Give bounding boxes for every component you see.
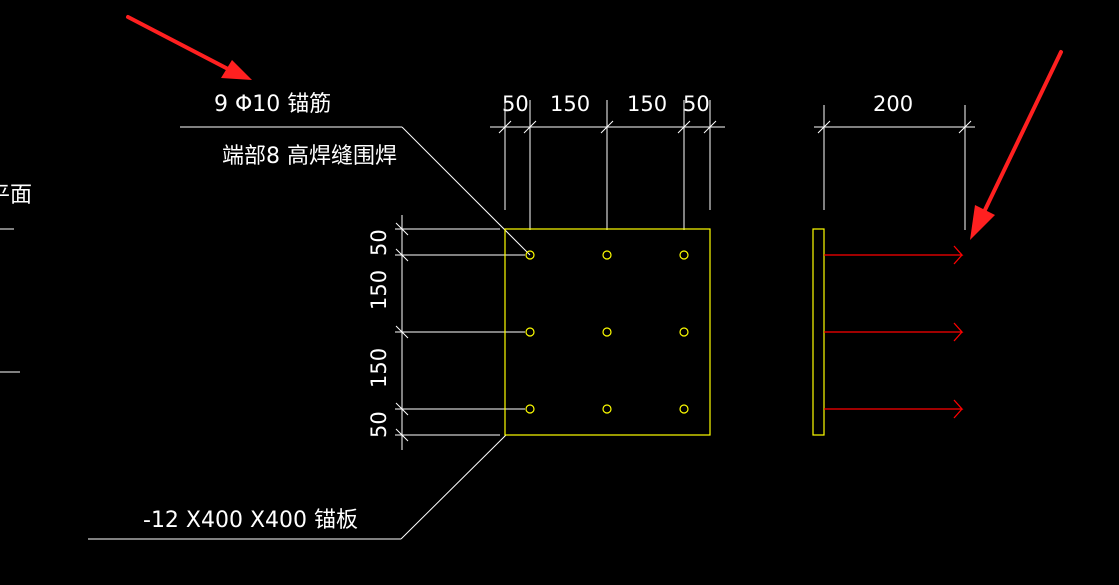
top-dim-text-1: 50 [502, 92, 529, 116]
anchor-bar-side [824, 322, 964, 333]
anchor-bar-hole [602, 250, 612, 260]
anchor-bar-hole [679, 250, 689, 260]
left-tick-3 [395, 325, 409, 339]
anchor-bar-leader [180, 126, 531, 256]
arrow-1-shaft [126, 15, 230, 71]
anchor-bar-hole [525, 404, 535, 414]
arrow-to-anchor-bar-label [126, 15, 252, 80]
left-tick-5 [395, 428, 409, 442]
side-tick-2 [958, 120, 972, 134]
anchor-plate-leader [88, 434, 507, 540]
arrow-2-shaft [982, 50, 1063, 214]
left-dim-text-3: 150 [367, 348, 391, 388]
side-tick-1 [817, 120, 831, 134]
anchor-bar-hole [679, 404, 689, 414]
anchor-bar-side [824, 399, 964, 410]
left-edge-fragment: 平面 [0, 183, 32, 373]
left-dimension-chain [395, 215, 525, 450]
top-tick-2 [523, 120, 537, 134]
anchor-bar-end-hook [953, 408, 963, 419]
side-dimension [814, 105, 975, 230]
anchor-plate-leader-diagonal [400, 434, 507, 540]
left-edge-label: 平面 [0, 183, 32, 208]
anchor-bars-side [824, 245, 964, 419]
anchor-bar-end-hook [953, 254, 963, 265]
anchor-plate-side [812, 228, 825, 436]
arrow-1-head [221, 60, 252, 80]
left-dim-text-4: 50 [367, 411, 391, 438]
anchor-bar-hole [679, 327, 689, 337]
side-dim-text: 200 [873, 92, 913, 116]
top-tick-4 [677, 120, 691, 134]
left-tick-1 [395, 222, 409, 236]
anchor-bar-end-hook [953, 331, 963, 342]
top-dim-text-3: 150 [627, 92, 667, 116]
anchor-bar-hole [602, 327, 612, 337]
top-dim-text-4: 50 [683, 92, 710, 116]
anchor-plate-label: -12 X400 X400 锚板 [143, 508, 358, 533]
anchor-bar-side [824, 245, 964, 256]
top-tick-1 [498, 120, 512, 134]
anchor-bar-hole [525, 250, 535, 260]
top-dim-text-2: 150 [550, 92, 590, 116]
anchor-plate-plan [504, 228, 711, 436]
anchor-bar-hole [525, 327, 535, 337]
top-tick-3 [600, 120, 614, 134]
anchor-bar-hole [602, 404, 612, 414]
anchor-bar-label: 9 Φ10 锚筋 [214, 92, 331, 117]
top-dimension-chain [490, 100, 725, 230]
left-tick-4 [395, 402, 409, 416]
left-dim-text-2: 150 [367, 270, 391, 310]
anchor-bar-holes [525, 250, 689, 414]
arrow-to-bar-end [970, 50, 1063, 240]
callout-arrows [126, 15, 1063, 240]
left-dim-text-1: 50 [367, 229, 391, 256]
weld-label: 端部8 高焊缝围焊 [222, 144, 397, 169]
left-tick-2 [395, 248, 409, 262]
anchor-bar-leader-diagonal [401, 126, 531, 256]
arrow-2-head [970, 205, 995, 240]
top-tick-5 [703, 120, 717, 134]
